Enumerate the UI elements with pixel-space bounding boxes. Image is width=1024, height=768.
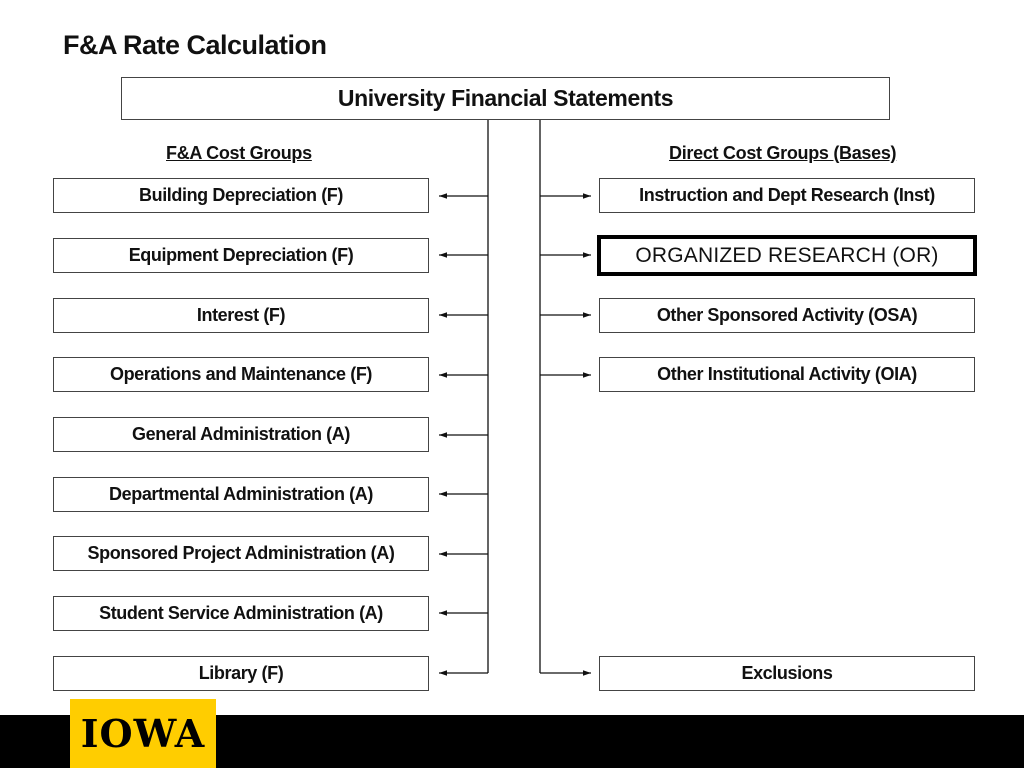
node-library: Library (F) — [53, 656, 429, 691]
node-general-administration: General Administration (A) — [53, 417, 429, 452]
node-departmental-administration: Departmental Administration (A) — [53, 477, 429, 512]
node-other-institutional-activity: Other Institutional Activity (OIA) — [599, 357, 975, 392]
node-other-sponsored-activity: Other Sponsored Activity (OSA) — [599, 298, 975, 333]
fa-cost-groups-heading: F&A Cost Groups — [166, 143, 312, 163]
node-building-depreciation: Building Depreciation (F) — [53, 178, 429, 213]
direct-cost-groups-heading: Direct Cost Groups (Bases) — [669, 143, 897, 163]
node-interest: Interest (F) — [53, 298, 429, 333]
root-node-university-financial-statements: University Financial Statements — [121, 77, 890, 120]
node-student-service-administration: Student Service Administration (A) — [53, 596, 429, 631]
node-instruction-dept-research: Instruction and Dept Research (Inst) — [599, 178, 975, 213]
node-sponsored-project-administration: Sponsored Project Administration (A) — [53, 536, 429, 571]
node-operations-maintenance: Operations and Maintenance (F) — [53, 357, 429, 392]
iowa-logo-text: IOWA — [80, 711, 206, 756]
node-exclusions: Exclusions — [599, 656, 975, 691]
node-organized-research: ORGANIZED RESEARCH (OR) — [597, 235, 977, 276]
node-equipment-depreciation: Equipment Depreciation (F) — [53, 238, 429, 273]
iowa-logo: IOWA — [70, 699, 216, 768]
page-title: F&A Rate Calculation — [63, 30, 327, 60]
